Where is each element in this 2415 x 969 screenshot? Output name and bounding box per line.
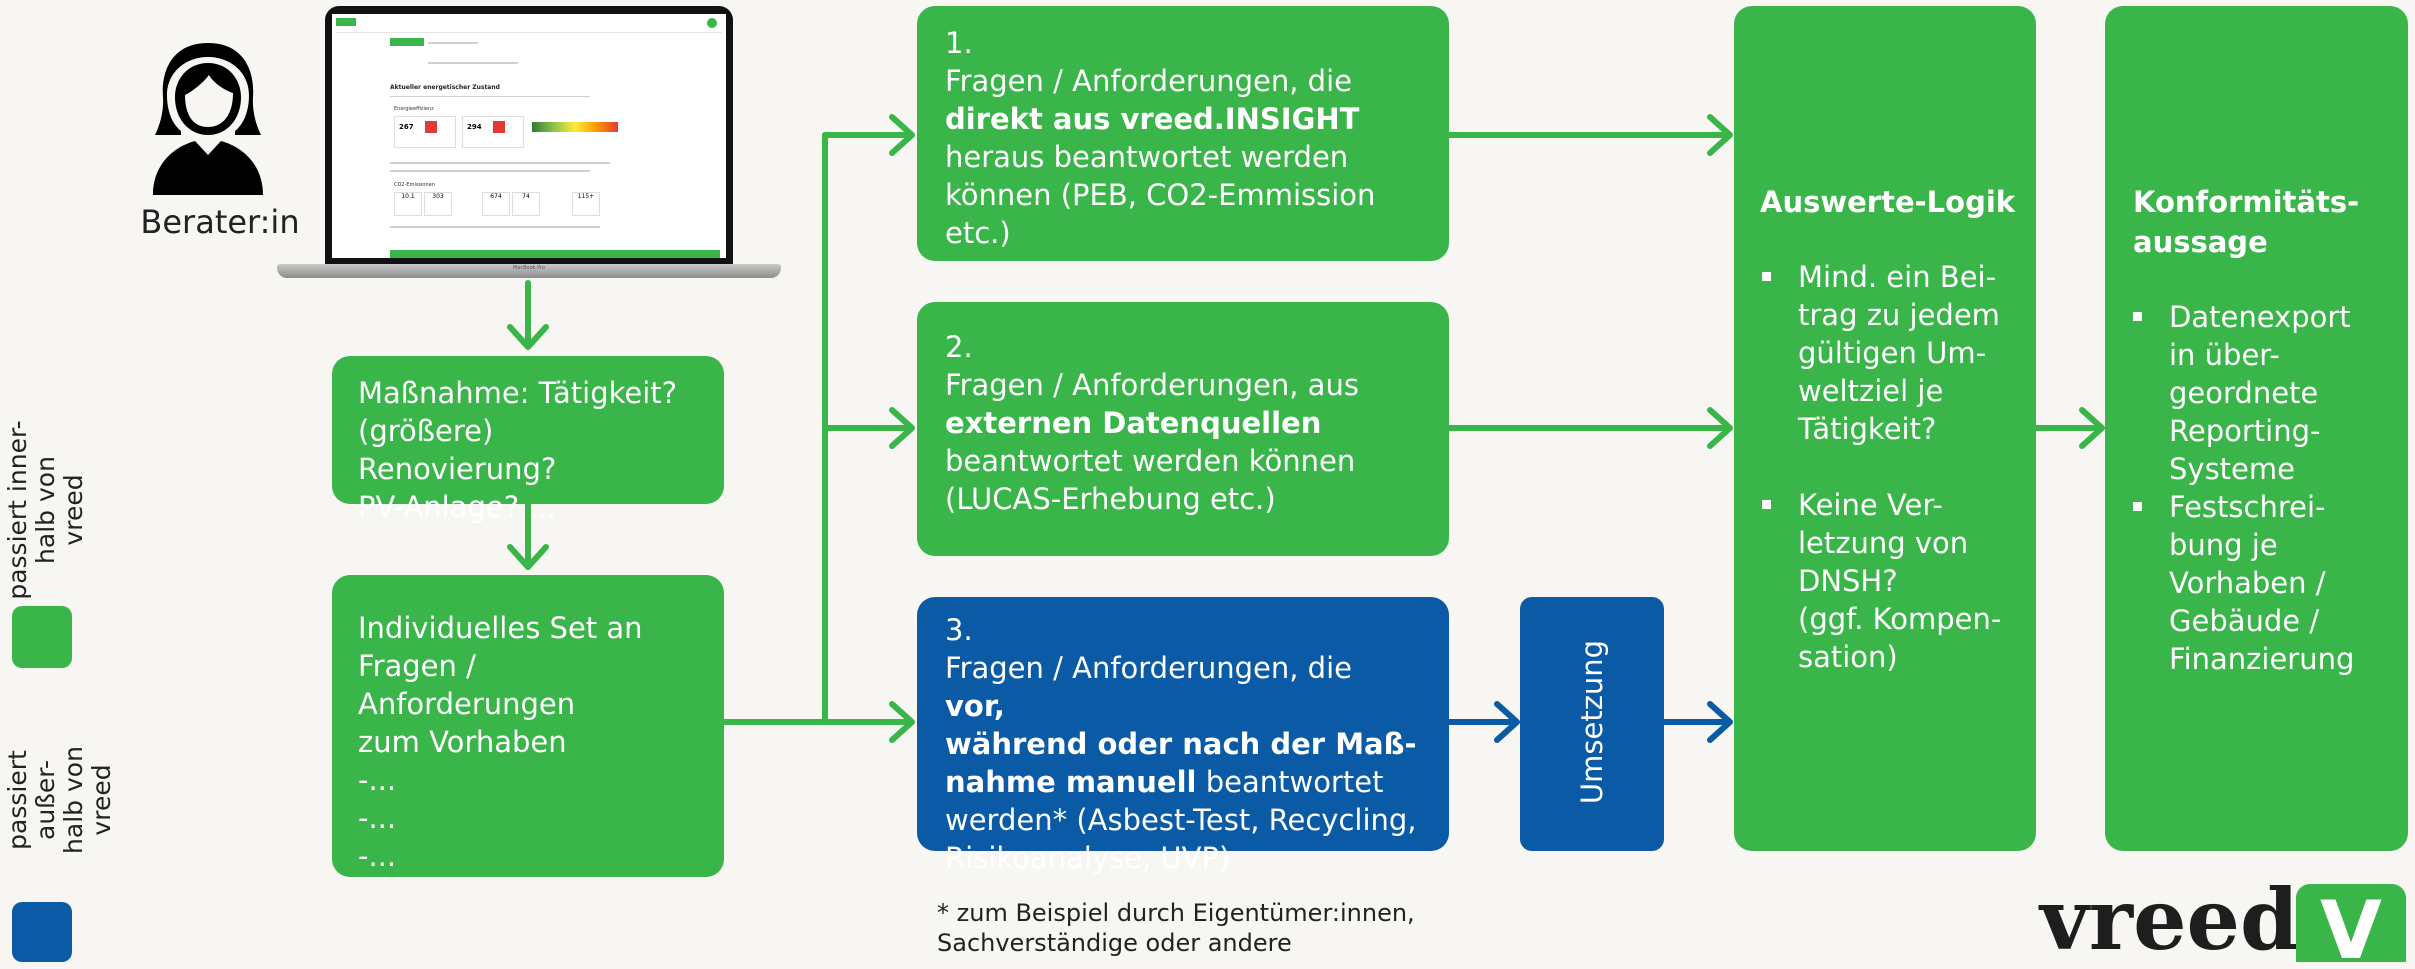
umsetzung-label: Umsetzung	[1575, 639, 1609, 805]
laptop-co2-label: CO2-Emissionen	[394, 182, 435, 188]
step-2-box: 2. Fragen / Anforderungen, aus externen …	[917, 302, 1449, 556]
legend-outer-swatch	[12, 902, 72, 962]
logo-text: vreed	[2040, 870, 2299, 969]
auswerte-logik-box: Auswerte-Logik Mind. ein Bei-trag zu jed…	[1734, 6, 2036, 851]
legend-outer: passiert außer- halb von vreed	[3, 710, 116, 962]
step-3-box: 3. Fragen / Anforderungen, die vor, währ…	[917, 597, 1449, 875]
footnote: * zum Beispiel durch Eigentümer:innen, S…	[937, 899, 1415, 957]
persona: Berater:in	[115, 35, 325, 245]
auswerte-title: Auswerte-Logik	[1760, 185, 2016, 219]
logo-mark: V	[2296, 884, 2406, 962]
legend-inner: passiert inner- halb von vreed	[3, 420, 88, 670]
konform-title-1: Konformitäts-	[2133, 185, 2360, 219]
umsetzung-box: Umsetzung	[1520, 597, 1664, 851]
persona-label: Berater:in	[140, 203, 300, 241]
legend-inner-swatch	[12, 606, 72, 668]
person-icon	[153, 43, 263, 195]
konform-title-2: aussage	[2133, 225, 2268, 259]
laptop-screen: Aktueller energetischer Zustand Energiee…	[332, 14, 726, 258]
laptop-mockup: Aktueller energetischer Zustand Energiee…	[277, 6, 781, 286]
laptop-section-title: Aktueller energetischer Zustand	[390, 84, 500, 91]
question-set-box: Individuelles Set an Fragen / Anforderun…	[332, 575, 724, 877]
laptop-brand-bar: MacBook Pro	[512, 265, 546, 271]
laptop-energy-label: Energieeffizienz	[394, 106, 434, 112]
massnahme-box: Maßnahme: Tätigkeit? (größere) Renovieru…	[332, 356, 724, 524]
step-1-box: 1. Fragen / Anforderungen, die direkt au…	[917, 6, 1449, 261]
vreed-logo: vreed V	[2040, 872, 2410, 968]
